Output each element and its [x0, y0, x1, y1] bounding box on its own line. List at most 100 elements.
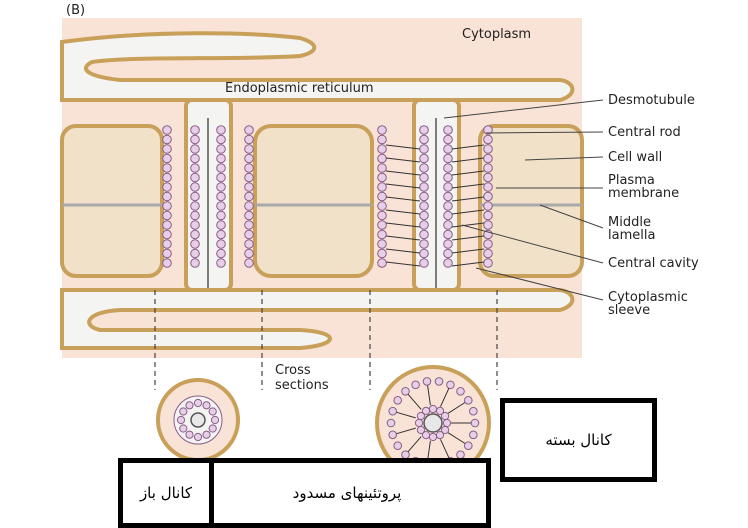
protein-particle — [245, 221, 254, 230]
protein-particle — [245, 145, 254, 154]
protein-particle — [245, 135, 254, 144]
protein-particle — [378, 221, 387, 230]
callout-middle-lamella: lamella — [608, 228, 655, 243]
protein-particle — [378, 211, 387, 220]
ring-particle — [465, 397, 473, 405]
protein-particle — [444, 259, 453, 268]
protein-particle — [245, 164, 254, 173]
label-endoplasmic-reticulum: Endoplasmic reticulum — [225, 81, 373, 96]
protein-particle — [217, 192, 226, 201]
label-cross-sections-1: Cross — [275, 363, 311, 378]
annotation-open-channel-text: کانال باز — [140, 484, 192, 502]
protein-particle — [217, 202, 226, 211]
protein-particle — [484, 192, 493, 201]
ring-particle — [209, 425, 216, 432]
protein-particle — [378, 154, 387, 163]
callout-cell-wall: Cell wall — [608, 150, 662, 165]
protein-particle — [378, 259, 387, 268]
protein-particle — [378, 192, 387, 201]
ring-particle — [394, 397, 402, 405]
protein-particle — [444, 164, 453, 173]
protein-particle — [484, 249, 493, 258]
protein-particle — [420, 145, 429, 154]
protein-particle — [378, 240, 387, 249]
ring-particle — [422, 407, 429, 414]
protein-particle — [245, 249, 254, 258]
protein-particle — [191, 183, 200, 192]
protein-particle — [444, 183, 453, 192]
protein-particle — [163, 202, 172, 211]
ring-particle — [203, 402, 210, 409]
annotation-open-channel: کانال باز — [118, 458, 214, 528]
ring-particle — [389, 431, 397, 439]
protein-particle — [217, 221, 226, 230]
protein-particle — [444, 240, 453, 249]
protein-particle — [378, 249, 387, 258]
protein-particle — [163, 259, 172, 268]
protein-particle — [217, 126, 226, 135]
protein-particle — [420, 126, 429, 135]
cell-wall-blocks — [62, 126, 582, 276]
protein-particle — [420, 211, 429, 220]
protein-particle — [484, 183, 493, 192]
protein-particle — [217, 173, 226, 182]
protein-particle — [420, 221, 429, 230]
callout-central-cavity: Central cavity — [608, 256, 699, 271]
protein-particle — [484, 164, 493, 173]
protein-particle — [420, 135, 429, 144]
protein-particle — [191, 145, 200, 154]
protein-particle — [378, 230, 387, 239]
protein-particle — [217, 154, 226, 163]
protein-particle — [484, 135, 493, 144]
ring-particle — [471, 419, 479, 427]
protein-particle — [245, 230, 254, 239]
protein-particle — [444, 202, 453, 211]
protein-particle — [378, 202, 387, 211]
protein-particle — [378, 145, 387, 154]
ring-particle — [402, 388, 410, 396]
protein-particle — [245, 183, 254, 192]
protein-particle — [378, 173, 387, 182]
callout-central-rod: Central rod — [608, 125, 681, 140]
ring-particle — [435, 378, 443, 386]
protein-particle — [245, 192, 254, 201]
protein-particle — [191, 173, 200, 182]
protein-particle — [245, 240, 254, 249]
ring-particle — [447, 381, 455, 389]
protein-particle — [191, 211, 200, 220]
protein-particle — [378, 135, 387, 144]
protein-particle — [444, 221, 453, 230]
protein-particle — [163, 145, 172, 154]
protein-particle — [420, 230, 429, 239]
protein-particle — [191, 126, 200, 135]
ring-particle — [394, 442, 402, 450]
protein-particle — [484, 202, 493, 211]
protein-particle — [484, 173, 493, 182]
corner-mark: (B) — [66, 3, 85, 18]
ring-particle — [423, 378, 431, 386]
protein-particle — [163, 173, 172, 182]
protein-particle — [444, 154, 453, 163]
protein-particle — [245, 202, 254, 211]
protein-particle — [191, 249, 200, 258]
callout-plasma-membrane: membrane — [608, 186, 679, 201]
protein-particle — [484, 211, 493, 220]
ring-particle — [442, 412, 449, 419]
protein-particle — [163, 192, 172, 201]
protein-particle — [217, 135, 226, 144]
protein-particle — [444, 126, 453, 135]
ring-particle — [470, 431, 478, 439]
annotation-closed-channel-text: کانال بسته — [545, 431, 611, 449]
protein-particle — [420, 192, 429, 201]
label-cross-sections-2: sections — [275, 378, 329, 393]
protein-particle — [444, 211, 453, 220]
ring-particle — [389, 407, 397, 415]
ring-particle — [470, 407, 478, 415]
protein-particle — [245, 211, 254, 220]
protein-particle — [163, 230, 172, 239]
ring-particle — [180, 408, 187, 415]
ring-particle — [412, 381, 420, 389]
protein-particle — [378, 164, 387, 173]
protein-particle — [217, 164, 226, 173]
protein-particle — [163, 183, 172, 192]
